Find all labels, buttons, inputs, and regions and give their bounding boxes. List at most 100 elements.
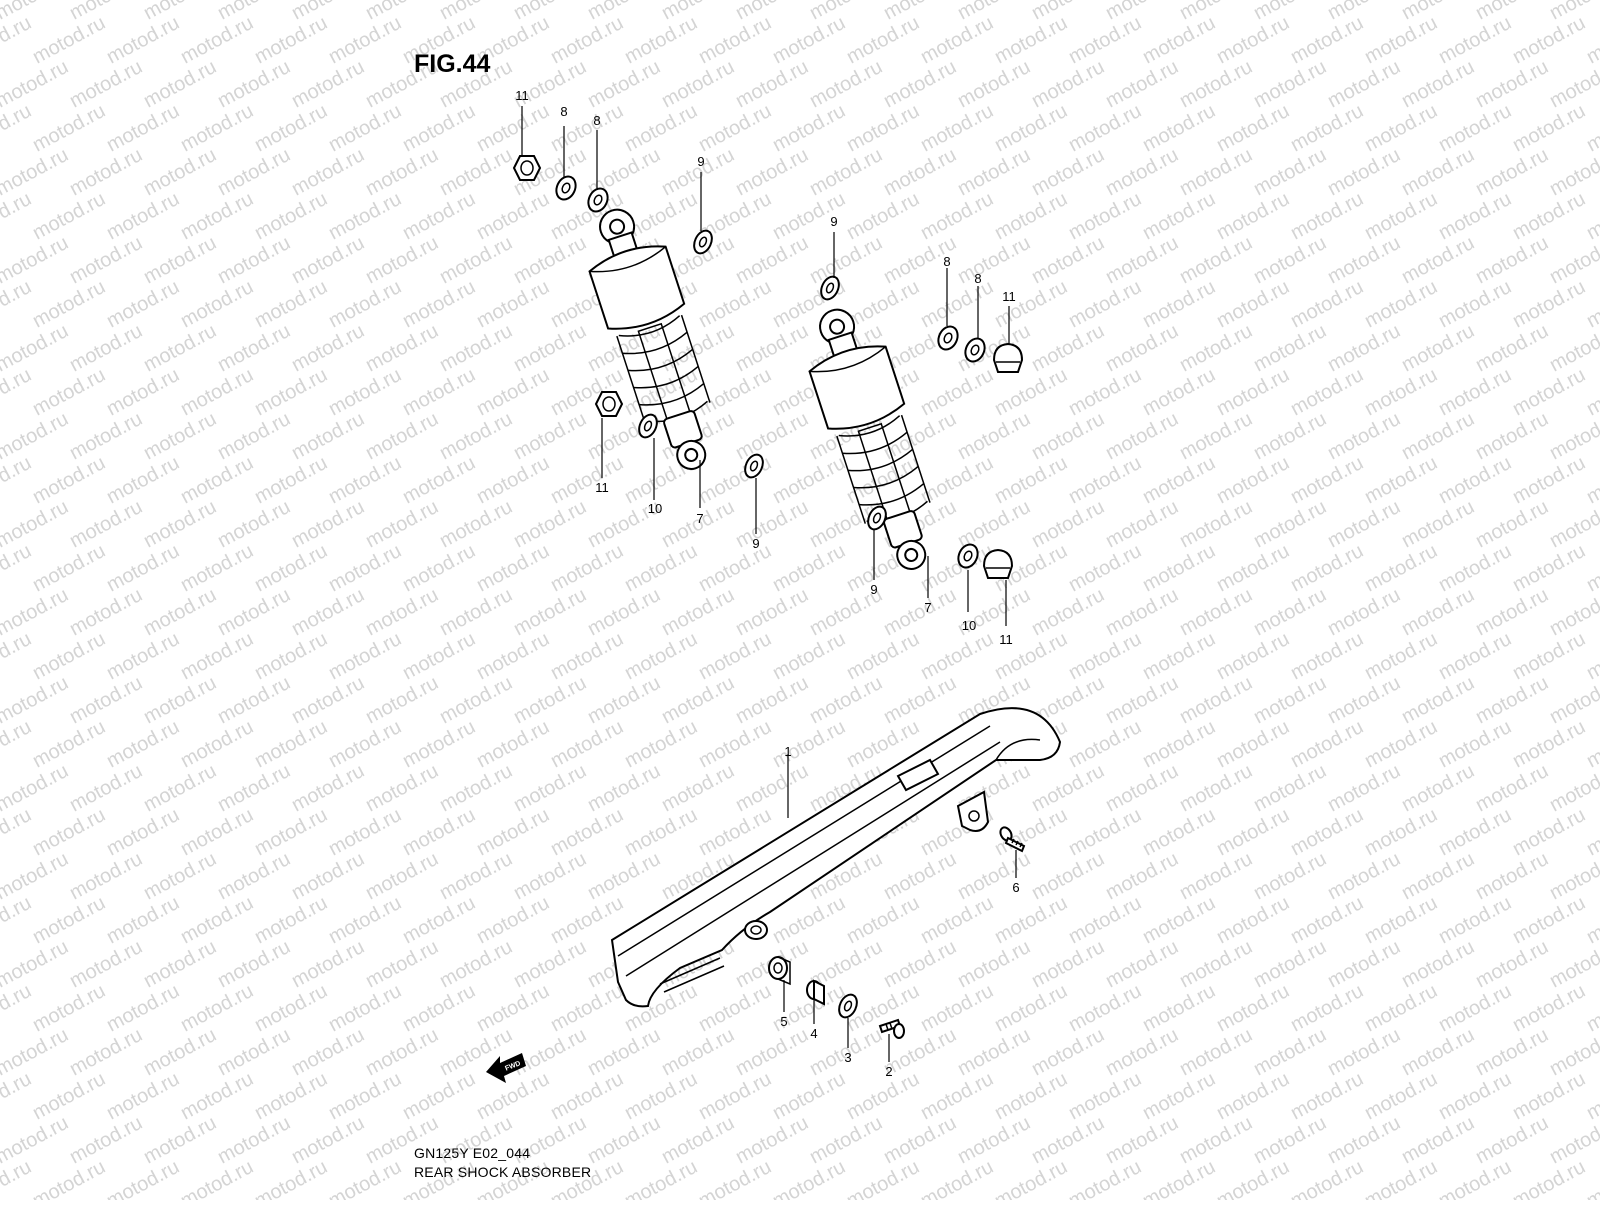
callout-9: 9 bbox=[870, 582, 877, 597]
watermark-text: motod.ru bbox=[806, 56, 886, 112]
watermark-text: motod.ru bbox=[103, 12, 183, 68]
watermark-text: motod.ru bbox=[1139, 364, 1219, 420]
watermark-text: motod.ru bbox=[140, 848, 220, 904]
watermark-text: motod.ru bbox=[362, 848, 442, 904]
watermark-text: motod.ru bbox=[325, 804, 405, 860]
watermark-text: motod.ru bbox=[214, 320, 294, 376]
watermark-text: motod.ru bbox=[1028, 848, 1108, 904]
watermark-text: motod.ru bbox=[1287, 980, 1367, 1036]
watermark-text: motod.ru bbox=[0, 320, 72, 376]
watermark-text: motod.ru bbox=[695, 716, 775, 772]
watermark-text: motod.ru bbox=[473, 804, 553, 860]
watermark-text: motod.ru bbox=[917, 12, 997, 68]
watermark-text: motod.ru bbox=[103, 980, 183, 1036]
shock-absorber-left bbox=[588, 208, 711, 470]
watermark-text: motod.ru bbox=[732, 496, 812, 552]
watermark-text: motod.ru bbox=[1361, 188, 1441, 244]
watermark-text: motod.ru bbox=[1028, 0, 1108, 24]
bolt-6 bbox=[999, 826, 1026, 853]
callout-11: 11 bbox=[999, 632, 1013, 647]
watermark-text: motod.ru bbox=[66, 408, 146, 464]
washer-9-left-upper bbox=[693, 229, 713, 255]
callout-8: 8 bbox=[943, 254, 950, 269]
watermark-text: motod.ru bbox=[214, 848, 294, 904]
watermark-text: motod.ru bbox=[1324, 0, 1404, 24]
watermark-text: motod.ru bbox=[0, 936, 72, 992]
watermark-text: motod.ru bbox=[140, 496, 220, 552]
watermark-text: motod.ru bbox=[1028, 232, 1108, 288]
watermark-text: motod.ru bbox=[1509, 804, 1589, 860]
watermark-text: motod.ru bbox=[843, 628, 923, 684]
watermark-text: motod.ru bbox=[1509, 276, 1589, 332]
watermark-text: motod.ru bbox=[584, 584, 664, 640]
watermark-text: motod.ru bbox=[1176, 848, 1256, 904]
callout-10: 10 bbox=[648, 501, 662, 516]
watermark-text: motod.ru bbox=[1065, 804, 1145, 860]
watermark-text: motod.ru bbox=[66, 936, 146, 992]
watermark-text: motod.ru bbox=[436, 232, 516, 288]
watermark-text: motod.ru bbox=[510, 232, 590, 288]
watermark-text: motod.ru bbox=[140, 408, 220, 464]
washer-10-left bbox=[638, 413, 658, 439]
watermark-text: motod.ru bbox=[214, 936, 294, 992]
watermark-text: motod.ru bbox=[991, 276, 1071, 332]
watermark-text: motod.ru bbox=[1139, 1156, 1219, 1200]
watermark-text: motod.ru bbox=[1472, 1024, 1552, 1080]
watermark-text: motod.ru bbox=[1250, 936, 1330, 992]
watermark-text: motod.ru bbox=[621, 1068, 701, 1124]
watermark-text: motod.ru bbox=[1398, 760, 1478, 816]
watermark-text: motod.ru bbox=[1509, 628, 1589, 684]
callout-7: 7 bbox=[696, 511, 703, 526]
model-code: GN125Y E02_044 bbox=[414, 1145, 531, 1161]
watermark-text: motod.ru bbox=[880, 0, 960, 24]
watermark-text: motod.ru bbox=[29, 892, 109, 948]
watermark-text: motod.ru bbox=[732, 1024, 812, 1080]
watermark-text: motod.ru bbox=[1509, 364, 1589, 420]
watermark-text: motod.ru bbox=[140, 320, 220, 376]
watermark-text: motod.ru bbox=[0, 584, 72, 640]
watermark-text: motod.ru bbox=[1583, 628, 1600, 684]
watermark-text: motod.ru bbox=[1509, 1068, 1589, 1124]
watermark-text: motod.ru bbox=[1398, 56, 1478, 112]
watermark-text: motod.ru bbox=[991, 980, 1071, 1036]
watermark-text: motod.ru bbox=[584, 760, 664, 816]
watermark-text: motod.ru bbox=[880, 1112, 960, 1168]
watermark-text: motod.ru bbox=[140, 760, 220, 816]
watermark-text: motod.ru bbox=[547, 12, 627, 68]
watermark-text: motod.ru bbox=[1028, 760, 1108, 816]
watermark-text: motod.ru bbox=[658, 760, 738, 816]
watermark-text: motod.ru bbox=[954, 848, 1034, 904]
watermark-text: motod.ru bbox=[177, 452, 257, 508]
watermark-text: motod.ru bbox=[0, 672, 72, 728]
watermark-text: motod.ru bbox=[1472, 408, 1552, 464]
watermark-text: motod.ru bbox=[954, 232, 1034, 288]
watermark-text: motod.ru bbox=[769, 1156, 849, 1200]
watermark-text: motod.ru bbox=[621, 100, 701, 156]
watermark-text: motod.ru bbox=[29, 188, 109, 244]
watermark-text: motod.ru bbox=[1324, 760, 1404, 816]
watermark-text: motod.ru bbox=[214, 672, 294, 728]
watermark-text: motod.ru bbox=[1435, 1068, 1515, 1124]
watermark-text: motod.ru bbox=[1287, 452, 1367, 508]
watermark-text: motod.ru bbox=[1361, 716, 1441, 772]
watermark-text: motod.ru bbox=[362, 936, 442, 992]
watermark-text: motod.ru bbox=[695, 100, 775, 156]
watermark-text: motod.ru bbox=[1398, 1112, 1478, 1168]
watermark-text: motod.ru bbox=[325, 452, 405, 508]
watermark-text: motod.ru bbox=[362, 672, 442, 728]
watermark-text: motod.ru bbox=[473, 276, 553, 332]
watermark-text: motod.ru bbox=[1102, 56, 1182, 112]
watermark-text: motod.ru bbox=[325, 276, 405, 332]
watermark-text: motod.ru bbox=[214, 408, 294, 464]
watermark-text: motod.ru bbox=[1583, 188, 1600, 244]
watermark-text: motod.ru bbox=[1176, 0, 1256, 24]
watermark-text: motod.ru bbox=[510, 496, 590, 552]
watermark-text: motod.ru bbox=[1583, 12, 1600, 68]
watermark-text: motod.ru bbox=[843, 1068, 923, 1124]
watermark-text: motod.ru bbox=[732, 672, 812, 728]
watermark-text: motod.ru bbox=[436, 848, 516, 904]
watermark-text: motod.ru bbox=[1213, 716, 1293, 772]
watermark-text: motod.ru bbox=[1435, 892, 1515, 948]
watermark-text: motod.ru bbox=[1250, 320, 1330, 376]
